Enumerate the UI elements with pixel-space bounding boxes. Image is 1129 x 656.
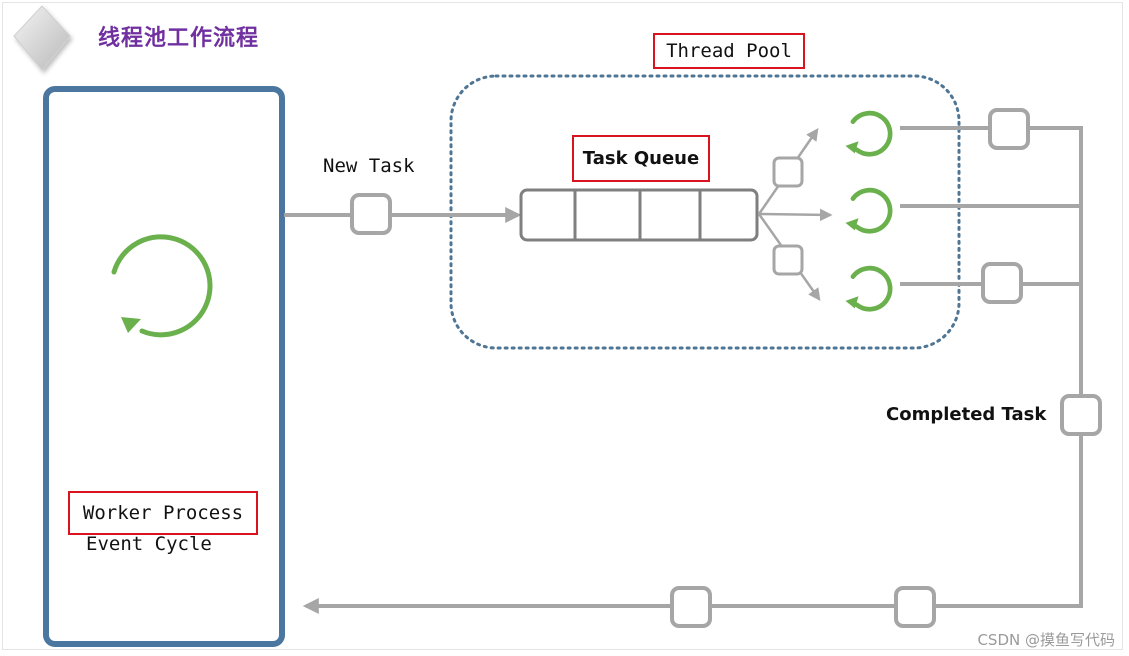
new-task-label: New Task: [323, 155, 415, 177]
task-queue: [519, 188, 759, 242]
completed-token-3: [1060, 394, 1102, 436]
thread-pool-label-text: Thread Pool: [666, 40, 792, 62]
completed-token-2: [981, 262, 1023, 304]
page-title: 线程池工作流程: [98, 26, 260, 51]
thread-pool-region: [449, 74, 961, 350]
dispatch-token-top: [772, 156, 804, 188]
return-token-1: [670, 586, 712, 628]
task-queue-label-text: Task Queue: [582, 148, 700, 169]
worker-process-box: [43, 86, 285, 647]
thread-pool-label: Thread Pool: [653, 33, 805, 69]
dispatch-token-bottom: [772, 244, 804, 276]
return-token-2: [894, 586, 936, 628]
new-task-token: [350, 193, 392, 235]
task-queue-label: Task Queue: [572, 135, 710, 182]
worker-process-label-text: Worker Process: [82, 502, 244, 524]
watermark: CSDN @摸鱼写代码: [977, 631, 1115, 649]
completed-token-1: [988, 108, 1030, 150]
completed-task-label: Completed Task: [886, 404, 1047, 425]
event-cycle-label: Event Cycle: [86, 533, 212, 555]
diamond-logo-icon: [13, 5, 71, 71]
worker-process-label: Worker Process: [68, 491, 258, 535]
event-cycle-icon: [111, 234, 213, 338]
